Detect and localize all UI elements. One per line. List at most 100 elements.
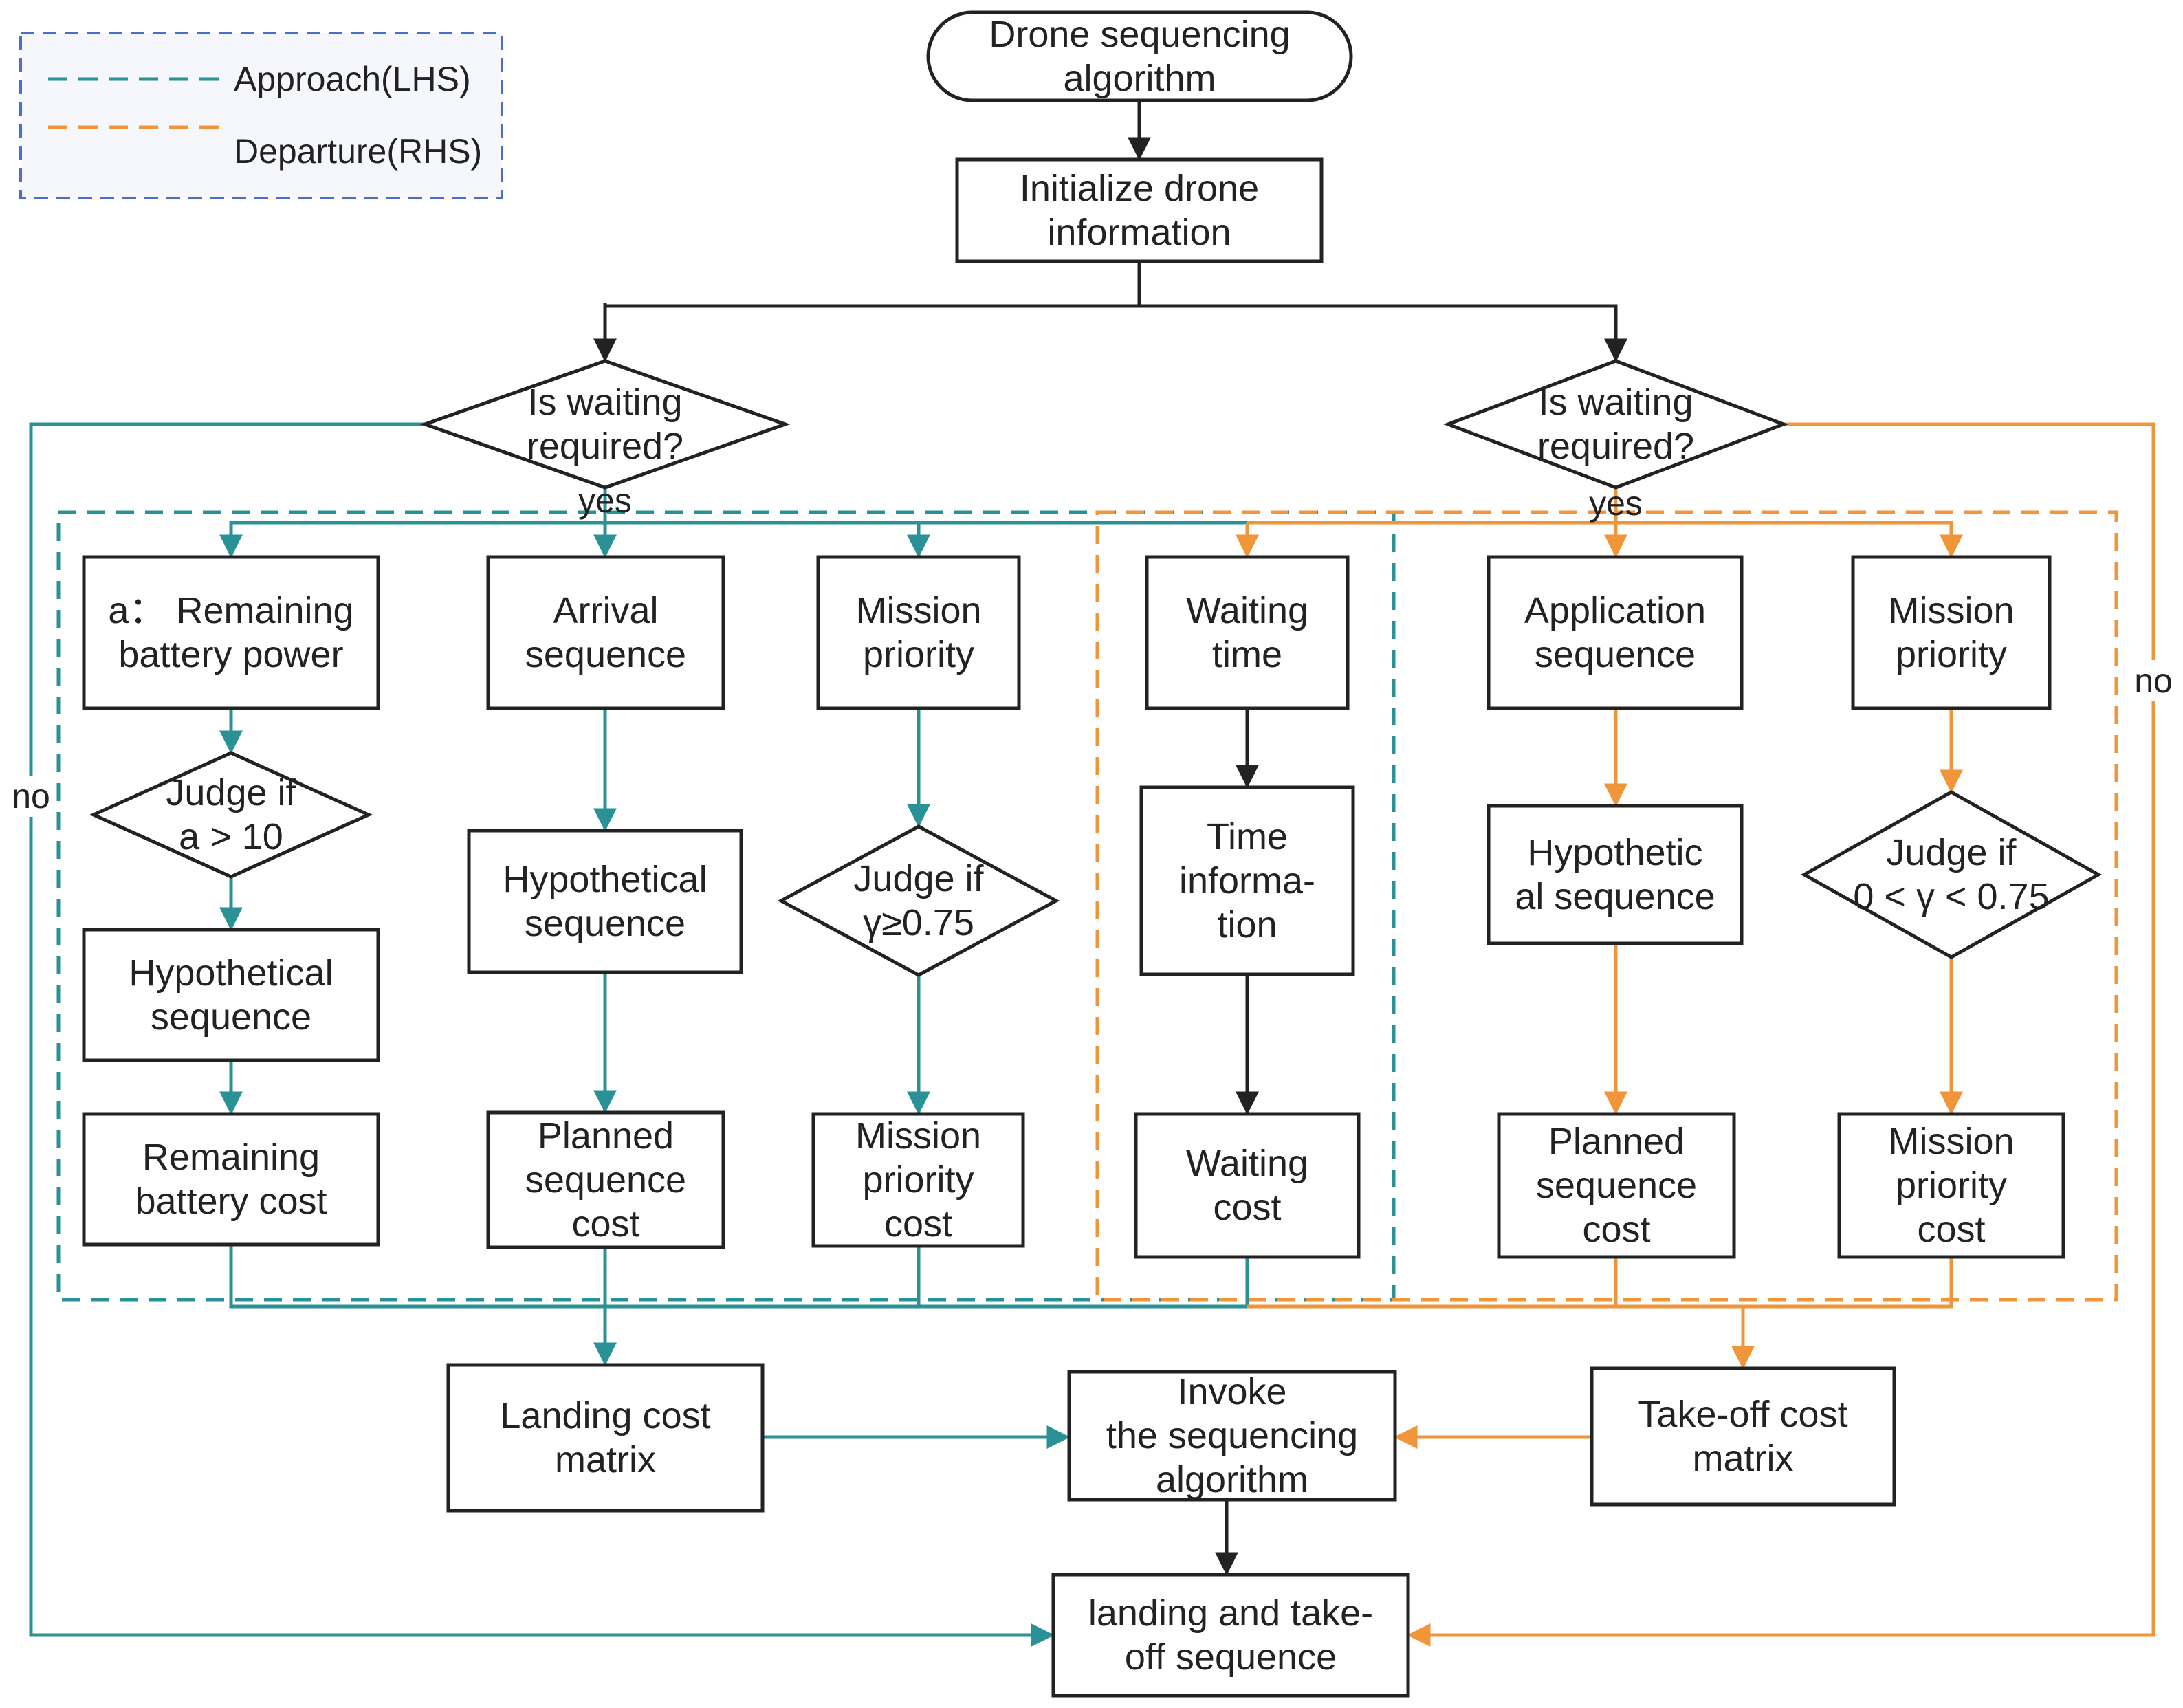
start-label-line: Drone sequencing: [989, 14, 1290, 55]
mission-priority-r-label-line: Mission: [1888, 590, 2014, 631]
edge-no-right-to-final: [1407, 422, 2155, 1647]
judge-gamma-r-label-line: Judge if: [1886, 832, 2017, 873]
judge-a-label-line: a > 10: [179, 816, 283, 857]
hypo-seq-r-label-line: Hypothetic: [1527, 832, 1702, 873]
planned-cost-l-label-line: cost: [571, 1203, 639, 1245]
planned-cost-r-label-line: Planned: [1548, 1121, 1685, 1162]
legend-box: [19, 32, 503, 199]
edge-label-yes-left: yes: [578, 481, 632, 520]
landing-matrix-label-line: matrix: [555, 1439, 656, 1480]
waiting-cost-box: [1134, 1112, 1361, 1259]
waiting-time-label-line: time: [1212, 634, 1282, 675]
no-right-bg: [2131, 660, 2175, 701]
planned-cost-r-box: [1497, 1112, 1736, 1259]
wait-left-diamond: [419, 359, 791, 490]
hypo-seq-l1-label-line: sequence: [525, 903, 685, 944]
init-label-line: Initialize drone: [1020, 168, 1259, 209]
edge-no-left-to-final: [29, 422, 1055, 1647]
planned-cost-r-label-line: cost: [1582, 1209, 1650, 1250]
battery-power-label-line: a： Remaining: [108, 590, 353, 631]
edge-bus-to-mission-l: [605, 521, 930, 558]
invoke-label-line: Invoke: [1177, 1371, 1286, 1412]
mission-priority-l-label-line: priority: [863, 634, 974, 675]
hypo-seq-l2-box: [82, 928, 380, 1062]
battery-cost-label-line: battery cost: [135, 1181, 327, 1222]
mission-cost-r-label-line: cost: [1917, 1209, 1985, 1250]
time-info-box: [1139, 785, 1355, 976]
edge-bus-to-waitingtime: [605, 521, 1259, 558]
time-info-label-line: Time: [1207, 816, 1288, 857]
legend-departure-label: Departure(RHS): [234, 132, 482, 171]
hypo-seq-l1-box: [467, 829, 743, 974]
legend: Approach(LHS) Departure(RHS): [19, 32, 503, 199]
mission-priority-l-box: [816, 555, 1021, 710]
time-info-label-line: tion: [1217, 904, 1277, 945]
mission-cost-l-box: [811, 1112, 1025, 1248]
departure-region: [1095, 510, 2118, 1302]
approach-region: [56, 510, 1396, 1302]
start-box: [926, 10, 1353, 102]
judge-gamma-l-label-line: γ≥0.75: [863, 902, 974, 943]
judge-gamma-l-diamond: [777, 824, 1060, 977]
planned-cost-l-box: [486, 1110, 725, 1249]
mission-cost-r-label-line: priority: [1896, 1165, 2007, 1206]
takeoff-matrix-box: [1590, 1366, 1896, 1507]
battery-cost-label-line: Remaining: [142, 1137, 320, 1178]
waiting-time-box: [1145, 555, 1350, 710]
planned-cost-l-label-line: sequence: [525, 1159, 686, 1201]
node-hypo-seq-r: Hypothetical sequence: [1487, 804, 1744, 945]
waiting-time-label-line: Waiting: [1186, 590, 1308, 631]
final-seq-label-line: landing and take-: [1088, 1592, 1373, 1634]
node-judge-gamma-r: Judge if0 < γ < 0.75: [1800, 790, 2103, 959]
mission-cost-r-label-line: Mission: [1888, 1121, 2014, 1162]
wait-left-label-line: Is waiting: [527, 382, 682, 423]
node-judge-gamma-l: Judge ifγ≥0.75: [777, 824, 1060, 977]
legend-approach-label: Approach(LHS): [234, 60, 471, 98]
edge-label-no-right: no: [2134, 661, 2173, 700]
wait-right-label-line: required?: [1537, 426, 1694, 467]
time-info-label-line: informa-: [1179, 860, 1315, 901]
landing-matrix-label-line: Landing cost: [500, 1395, 710, 1436]
application-seq-label-line: sequence: [1535, 634, 1696, 675]
judge-gamma-l-label-line: Judge if: [853, 858, 984, 899]
arrival-seq-label-line: sequence: [525, 634, 686, 675]
start-label-line: algorithm: [1063, 58, 1216, 99]
waiting-cost-label-line: Waiting: [1186, 1143, 1308, 1184]
judge-a-label-line: Judge if: [166, 772, 296, 813]
edge-init-to-wait-right: [1139, 304, 1627, 362]
battery-power-box: [82, 555, 380, 710]
node-final-seq: landing and take-off sequence: [1051, 1573, 1410, 1698]
application-seq-box: [1487, 555, 1744, 710]
hypo-seq-r-label-line: al sequence: [1515, 876, 1715, 917]
wait-right-diamond: [1442, 359, 1789, 490]
final-seq-box: [1051, 1573, 1410, 1698]
edge-dep-bus-to-mission-r: [1616, 521, 1963, 558]
battery-power-label-line: battery power: [118, 634, 343, 675]
mission-cost-l-label-line: priority: [862, 1159, 974, 1201]
takeoff-matrix-label-line: matrix: [1693, 1438, 1794, 1479]
edge-bus-to-battery: [219, 488, 607, 558]
application-seq-label-line: Application: [1524, 590, 1706, 631]
edge-dep-bus-left: [1247, 488, 1618, 525]
judge-a-diamond: [89, 751, 373, 879]
wait-left-label-line: required?: [527, 426, 683, 467]
planned-cost-r-label-line: sequence: [1536, 1165, 1697, 1206]
